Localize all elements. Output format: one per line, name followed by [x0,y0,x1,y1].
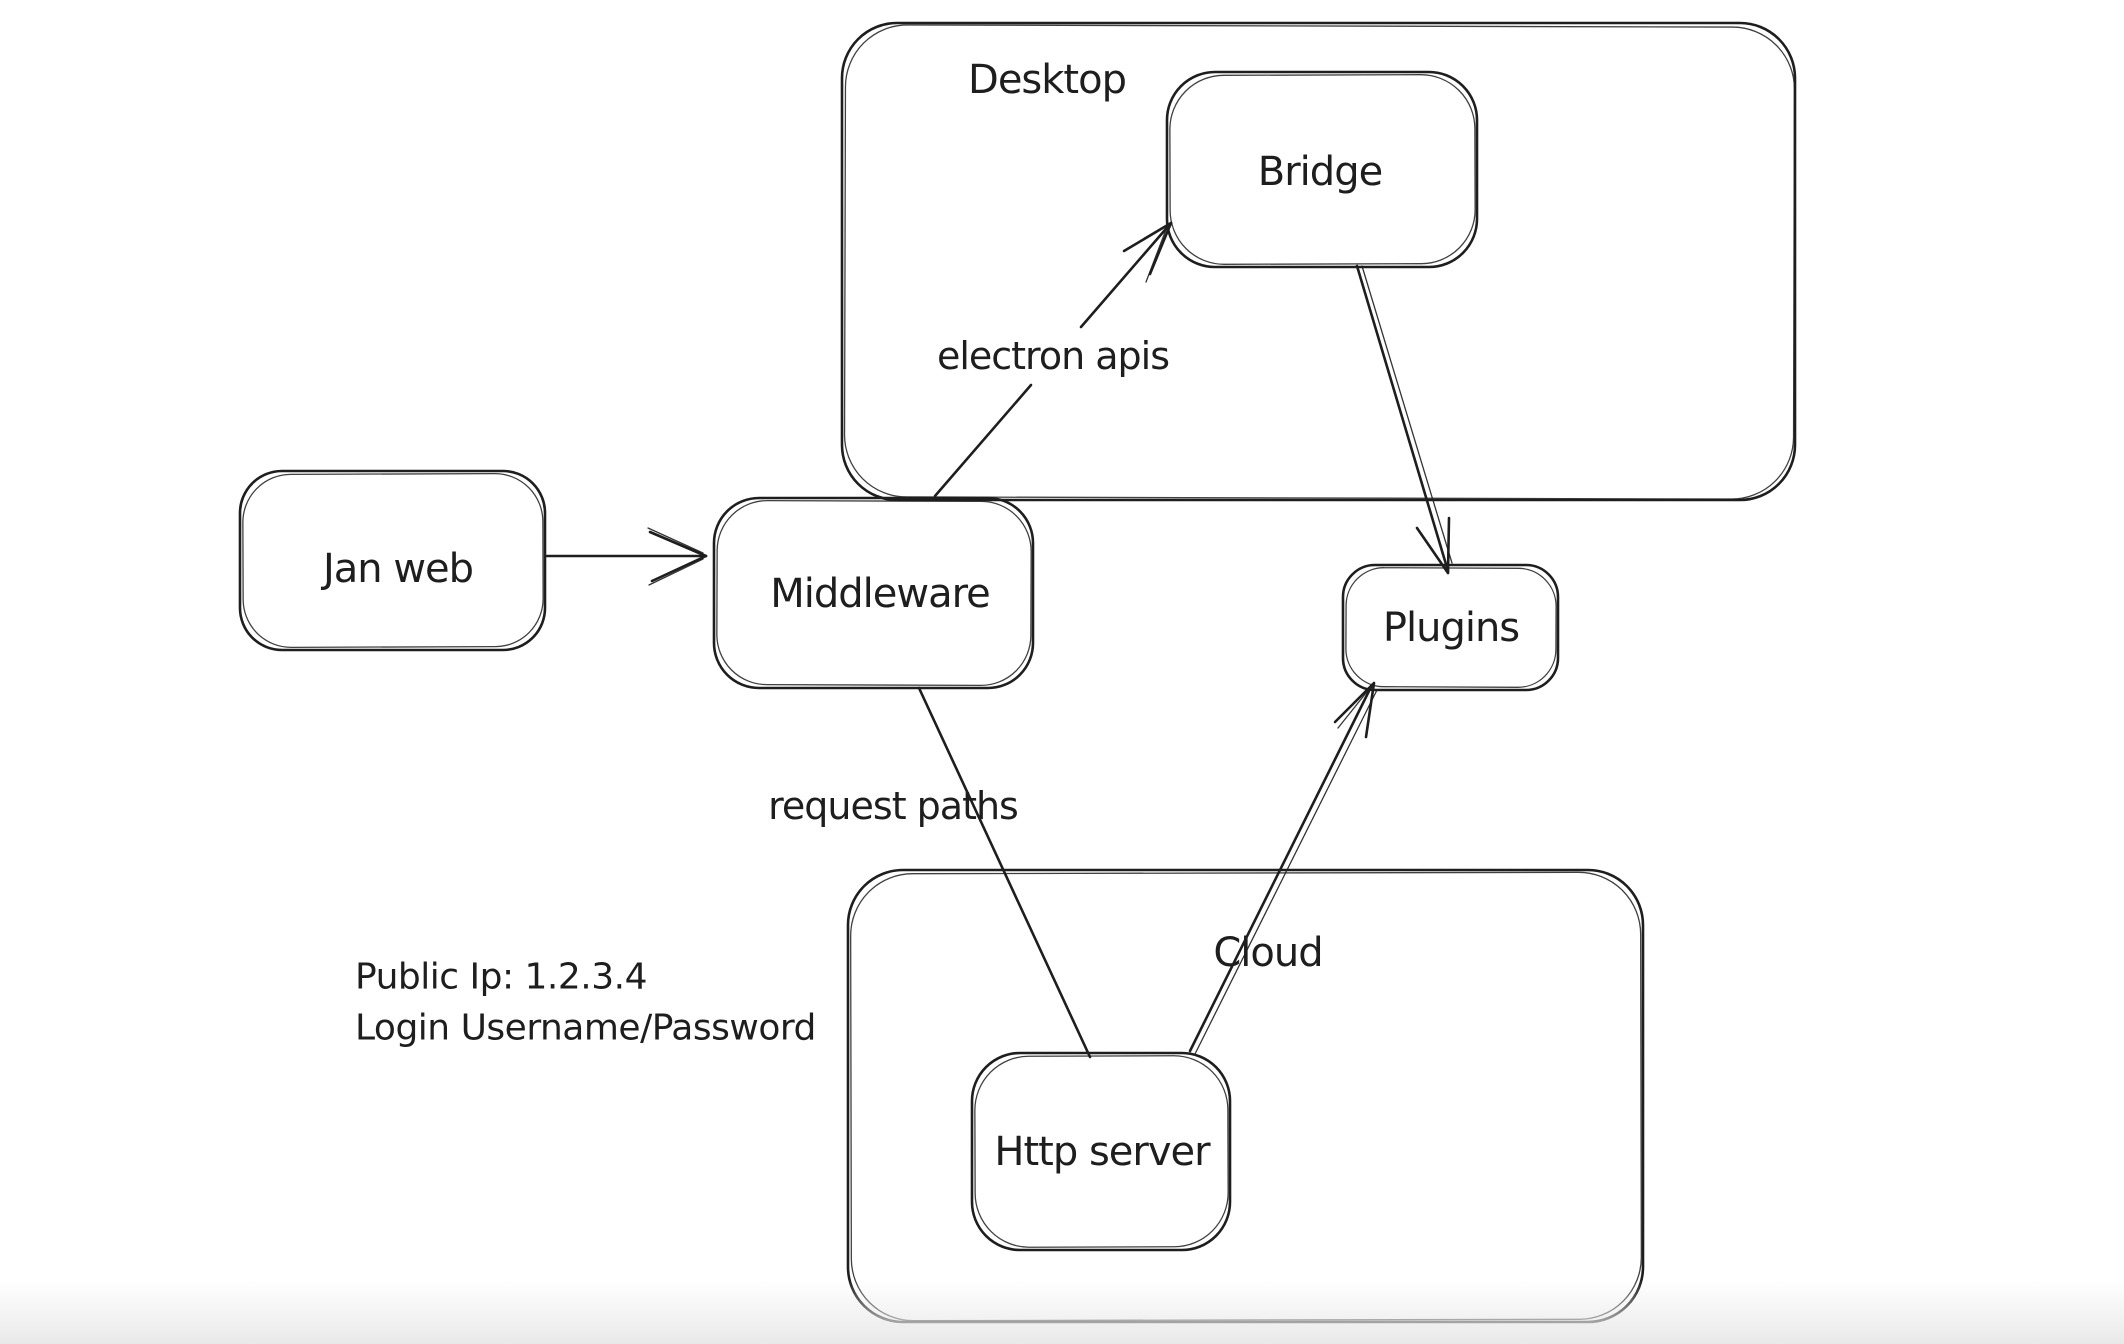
annotation-login: Login Username/Password [355,1008,816,1049]
arrowhead-sketch-stroke [647,527,704,586]
node-plugins-label: Plugins [1383,605,1519,651]
container-desktop-label: Desktop [968,57,1126,103]
arrow-httpserver-plugins[interactable] [1188,681,1378,1055]
jan-web-box [238,469,547,652]
arrow-line-sketch-stroke [1361,265,1453,564]
container-desktop[interactable]: Desktop [840,21,1797,502]
node-jan-web[interactable]: Jan web [238,469,547,652]
middleware-box-sketch-stroke [716,499,1032,687]
arrow-line [1188,683,1374,1053]
arrow-line [1355,264,1450,573]
plugins-box-sketch-stroke [1345,567,1557,688]
line-middleware-httpserver[interactable] [917,686,1092,1059]
arrow-line [917,686,1092,1059]
node-middleware[interactable]: Middleware [712,496,1035,690]
node-http-server[interactable]: Http server [970,1051,1232,1252]
arrow-bridge-plugins[interactable] [1355,264,1453,575]
arrow-janweb-middleware[interactable] [545,527,708,586]
arrowhead [648,530,708,583]
annotation-public-ip: Public Ip: 1.2.3.4 [355,957,647,998]
node-plugins[interactable]: Plugins [1341,563,1560,692]
arrowhead-sketch-stroke [1145,226,1168,283]
arrowhead-sketch-stroke [1337,687,1371,729]
node-http-server-label: Http server [994,1129,1211,1175]
arrow-line [933,221,1173,498]
jan-web-box-sketch-stroke [242,472,544,649]
middleware-box [712,496,1035,690]
edge-label-request-paths[interactable]: request paths [768,784,1019,828]
edge-label-electron-apis[interactable]: electron apis [937,334,1170,378]
annotation-credentials[interactable]: Public Ip: 1.2.3.4 Login Username/Passwo… [355,957,816,1049]
desktop-box-sketch-stroke [843,24,1796,500]
bridge-box-sketch-stroke [1169,74,1476,265]
plugins-box [1341,563,1560,692]
node-jan-web-label: Jan web [320,546,473,592]
desktop-box [840,21,1797,502]
node-middleware-label: Middleware [770,571,990,617]
http-server-box-sketch-stroke [974,1055,1229,1248]
node-bridge[interactable]: Bridge [1165,70,1479,269]
http-server-box [970,1051,1232,1252]
bridge-box [1165,70,1479,269]
arrow-line-sketch-stroke [1194,689,1378,1055]
node-bridge-label: Bridge [1258,149,1382,195]
